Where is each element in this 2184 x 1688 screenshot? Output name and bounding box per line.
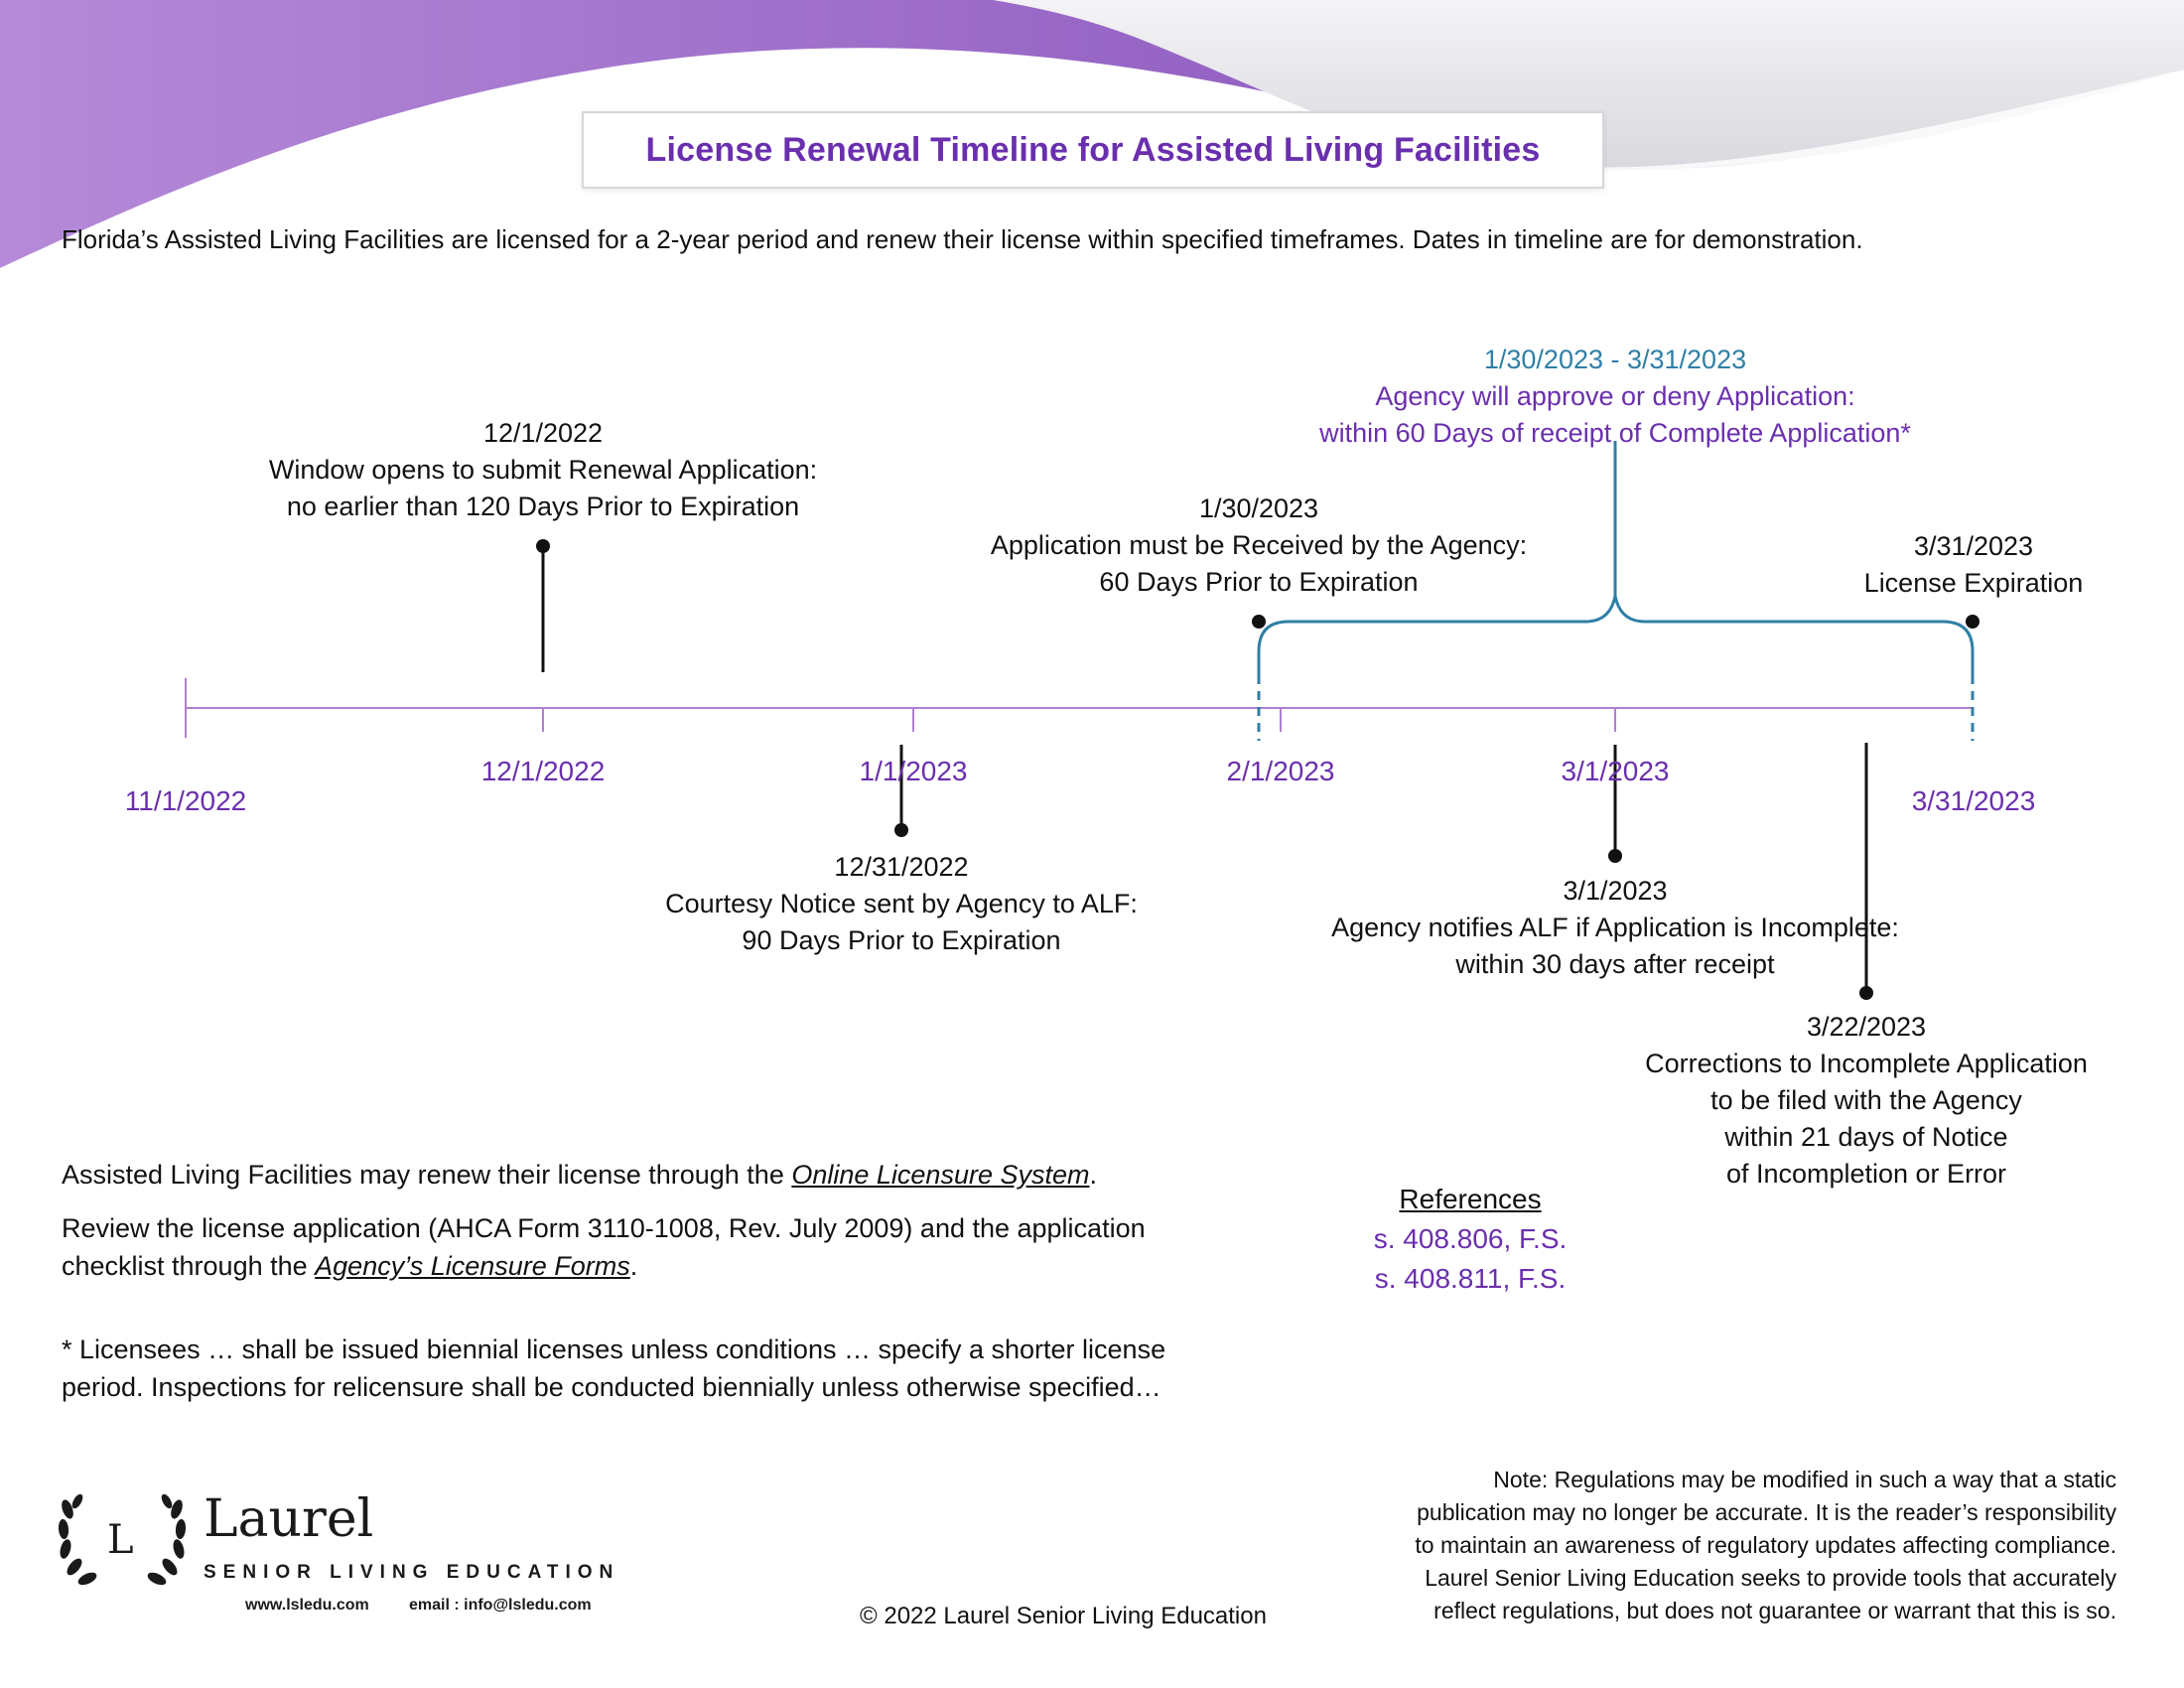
- event-line: Corrections to Incomplete Application: [1645, 1049, 2088, 1078]
- event-window-open: 12/1/2022 Window opens to submit Renewal…: [205, 415, 881, 525]
- renew-text: Assisted Living Facilities may renew the…: [62, 1156, 1097, 1194]
- review-text-line: checklist through the Agency’s Licensure…: [62, 1247, 1146, 1285]
- timeline-axis: [185, 678, 1974, 738]
- note-line: Laurel Senior Living Education seeks to …: [1425, 1565, 2116, 1591]
- disclaimer-note: Note: Regulations may be modified in suc…: [1322, 1464, 2116, 1627]
- logo-letter: L: [107, 1517, 134, 1563]
- dot-courtesy-notice: [894, 823, 908, 837]
- event-line: License Expiration: [1863, 568, 2084, 598]
- event-line: Agency notifies ALF if Application is In…: [1331, 913, 1899, 942]
- title-box: License Renewal Timeline for Assisted Li…: [582, 111, 1604, 189]
- licensure-forms-link[interactable]: Agency’s Licensure Forms: [315, 1251, 630, 1281]
- event-date: 1/30/2023 - 3/31/2023: [1483, 345, 1747, 374]
- event-courtesy-notice: 12/31/2022 Courtesy Notice sent by Agenc…: [564, 849, 1239, 959]
- event-incomplete-notice: 3/1/2023 Agency notifies ALF if Applicat…: [1248, 873, 1982, 983]
- event-line: Application must be Received by the Agen…: [990, 530, 1528, 560]
- event-line: within 60 Days of receipt of Complete Ap…: [1319, 418, 1911, 448]
- axis-date-label: 1/1/2023: [859, 756, 968, 786]
- dot-received: [1252, 615, 1266, 629]
- event-line: no earlier than 120 Days Prior to Expira…: [286, 492, 800, 521]
- axis-date-label: 2/1/2023: [1226, 756, 1335, 786]
- event-date: 3/31/2023: [1913, 531, 2034, 561]
- axis-date-label: 11/1/2022: [124, 785, 247, 816]
- event-date: 12/31/2022: [834, 852, 969, 882]
- note-line: publication may no longer be accurate. I…: [1417, 1499, 2116, 1525]
- event-expiration: 3/31/2023 License Expiration: [1825, 528, 2122, 602]
- review-text-prefix: checklist through the: [62, 1251, 316, 1281]
- event-date: 3/1/2023: [1563, 876, 1668, 906]
- reference-link[interactable]: s. 408.806, F.S.: [1373, 1223, 1568, 1254]
- online-licensure-link[interactable]: Online Licensure System: [791, 1160, 1090, 1190]
- footnote-line: period. Inspections for relicensure shal…: [62, 1372, 1161, 1402]
- axis-date-label: 12/1/2022: [480, 756, 606, 786]
- event-line: 90 Days Prior to Expiration: [742, 925, 1061, 955]
- event-date: 1/30/2023: [1198, 493, 1319, 523]
- event-corrections: 3/22/2023 Corrections to Incomplete Appl…: [1569, 1009, 2164, 1193]
- logo-email[interactable]: email : info@lsledu.com: [409, 1597, 592, 1614]
- review-text: Review the license application (AHCA For…: [62, 1209, 1146, 1285]
- event-line: 60 Days Prior to Expiration: [1099, 567, 1419, 597]
- event-date: 3/22/2023: [1806, 1012, 1927, 1042]
- event-line: of Incompletion or Error: [1725, 1159, 2007, 1189]
- note-line: to maintain an awareness of regulatory u…: [1415, 1532, 2116, 1558]
- axis-date-label: 3/1/2023: [1561, 756, 1670, 786]
- approval-bracket: [1257, 441, 1975, 675]
- logo-website[interactable]: www.lsledu.com: [245, 1597, 369, 1614]
- header-wave: [0, 0, 2184, 268]
- note-line: Note: Regulations may be modified in suc…: [1493, 1467, 2116, 1492]
- event-approve-deny: 1/30/2023 - 3/31/2023 Agency will approv…: [1218, 342, 2012, 452]
- bracket-dashes: [1257, 675, 1975, 741]
- event-line: Courtesy Notice sent by Agency to ALF:: [665, 889, 1138, 918]
- review-text-suffix: .: [629, 1251, 638, 1281]
- copyright: © 2022 Laurel Senior Living Education: [860, 1603, 1267, 1629]
- page-title: License Renewal Timeline for Assisted Li…: [645, 130, 1541, 169]
- renew-text-suffix: .: [1089, 1160, 1097, 1190]
- logo-name: Laurel: [204, 1489, 374, 1549]
- dot-expiration: [1966, 615, 1979, 629]
- laurel-wreath-icon: [58, 1493, 187, 1586]
- footnote-line: * Licensees … shall be issued biennial l…: [62, 1335, 1166, 1364]
- logo-subtitle: SENIOR LIVING EDUCATION: [204, 1562, 620, 1583]
- reference-link[interactable]: s. 408.811, F.S.: [1374, 1263, 1567, 1294]
- event-line: within 21 days of Notice: [1724, 1122, 2008, 1152]
- event-stems: [541, 546, 1868, 993]
- footnote: * Licensees … shall be issued biennial l…: [62, 1331, 1165, 1406]
- renew-text-prefix: Assisted Living Facilities may renew the…: [62, 1160, 792, 1190]
- dot-incomplete-notice: [1608, 849, 1622, 863]
- review-text-line: Review the license application (AHCA For…: [62, 1213, 1146, 1243]
- event-line: Window opens to submit Renewal Applicati…: [268, 455, 818, 485]
- references-heading: References: [1399, 1184, 1542, 1214]
- dot-corrections: [1859, 986, 1873, 1000]
- note-line: reflect regulations, but does not guaran…: [1433, 1598, 2116, 1623]
- axis-date-label: 3/31/2023: [1911, 785, 2036, 816]
- intro-text: Florida’s Assisted Living Facilities are…: [62, 224, 1863, 254]
- event-date: 12/1/2022: [482, 418, 604, 448]
- dot-window-open: [536, 539, 550, 553]
- event-line: within 30 days after receipt: [1455, 949, 1775, 979]
- event-line: to be filed with the Agency: [1710, 1085, 2022, 1115]
- event-line: Agency will approve or deny Application:: [1375, 381, 1855, 411]
- event-received: 1/30/2023 Application must be Received b…: [921, 491, 1596, 601]
- event-dots: [536, 539, 1979, 1000]
